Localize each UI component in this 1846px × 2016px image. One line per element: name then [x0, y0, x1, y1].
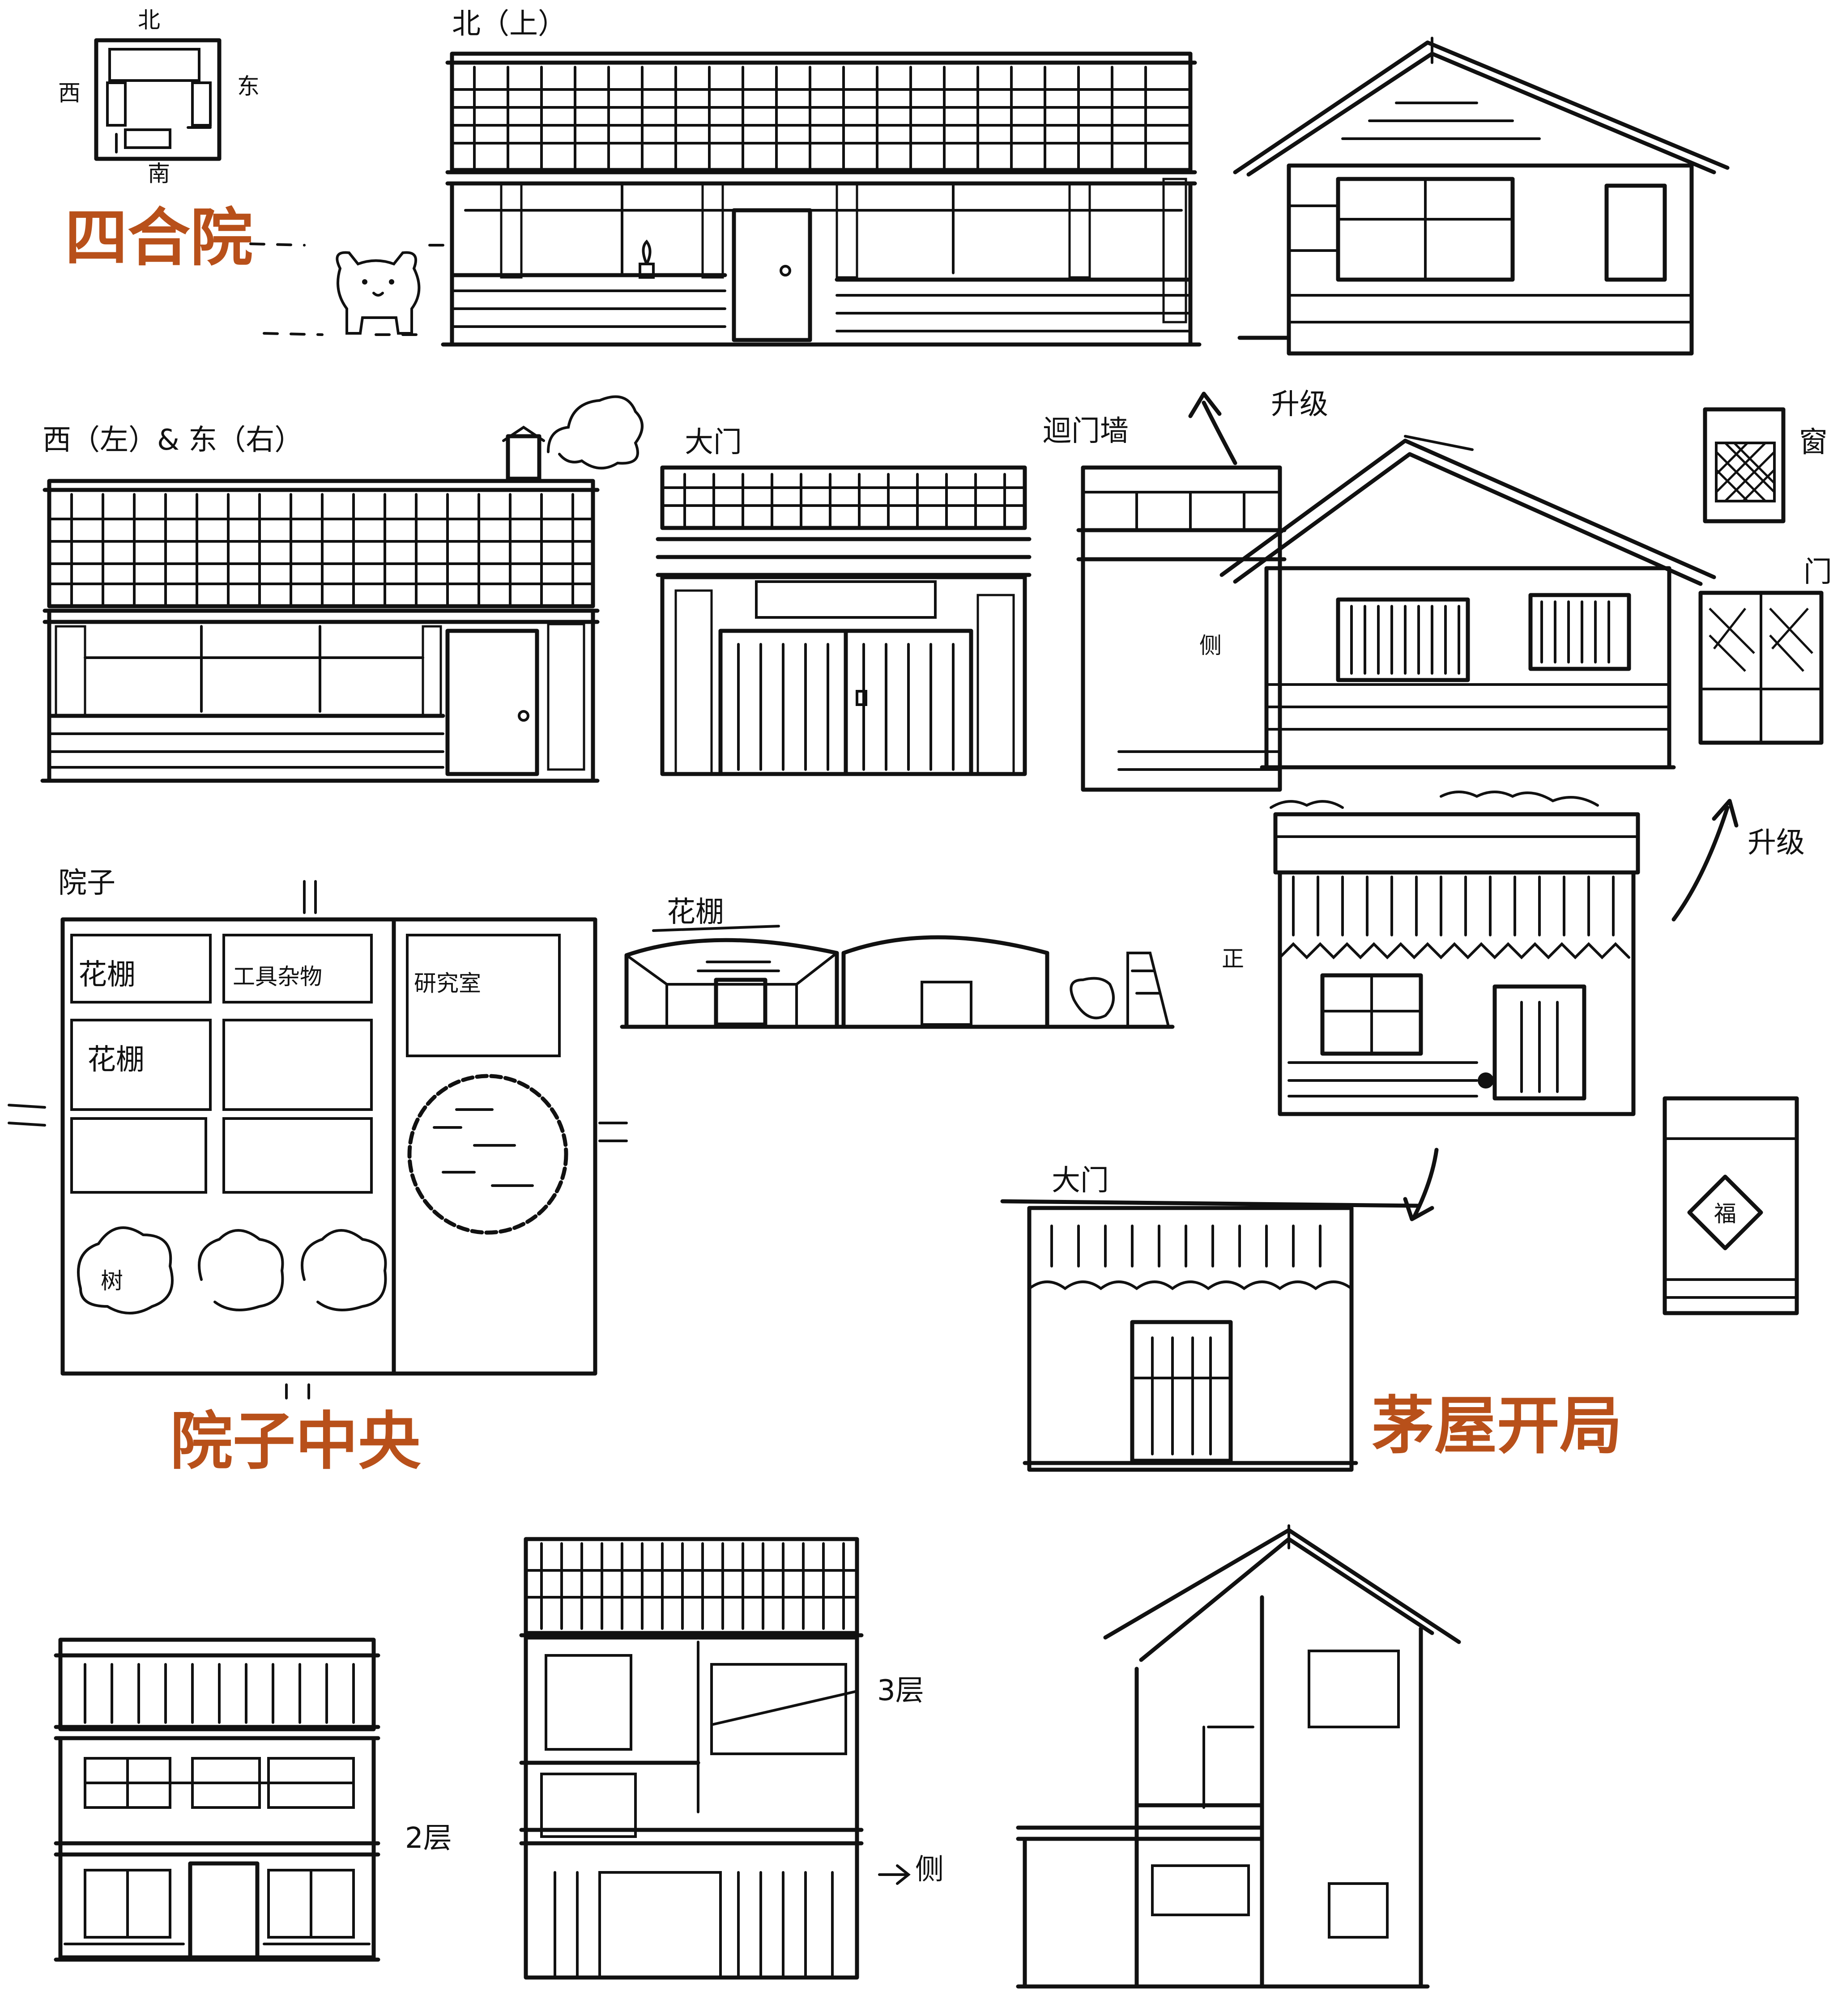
label-floor-2: 2层: [405, 1822, 452, 1855]
label-door: 门: [1803, 556, 1832, 589]
two-storey-building: 2层: [54, 1637, 452, 1962]
west-east-wings: 西（左）& 东（右）: [40, 395, 644, 783]
compass-west-label: 西: [58, 80, 81, 106]
screen-wall: 迴门墙: [1043, 415, 1287, 792]
compass-south-label: 南: [148, 161, 170, 187]
three-storey-building: 3层 侧: [519, 1537, 944, 1980]
gable-house: [1233, 37, 1730, 356]
label-west-east: 西（左）& 东（右）: [43, 424, 303, 457]
north-main-hall: 北（上）: [441, 8, 1202, 347]
title-thatched-start: 茅屋开局: [1372, 1390, 1622, 1463]
upgraded-house: 侧: [1199, 435, 1716, 770]
dashed-path: [249, 242, 453, 336]
main-gate-2: 大门: [1000, 1164, 1421, 1472]
label-flower-shed: 花棚: [667, 896, 724, 929]
cat-doodle: [336, 251, 421, 335]
window-swatch: 窗: [1703, 407, 1828, 523]
compass-north-label: 北: [138, 7, 160, 33]
fu-sign: 福: [1714, 1201, 1736, 1227]
thatched-hut: 正: [1222, 791, 1640, 1116]
label-side-2: 侧: [915, 1853, 944, 1886]
label-front: 正: [1222, 946, 1244, 972]
label-upgrade-1: 升级: [1271, 388, 1328, 421]
label-courtyard: 院子: [58, 867, 115, 900]
down-arrow: [1403, 1148, 1439, 1221]
label-upgrade-2: 升级: [1748, 826, 1805, 859]
title-siheyuan: 四合院: [65, 202, 253, 275]
upgrade-arrow-1: 升级: [1188, 388, 1328, 465]
courtyard-cell-4: 花棚: [87, 1043, 145, 1076]
label-screen-wall: 迴门墙: [1043, 415, 1129, 448]
label-gate-2: 大门: [1052, 1164, 1109, 1197]
label-window: 窗: [1799, 426, 1828, 459]
side-view-house: [1016, 1524, 1461, 1989]
label-floor-3: 3层: [877, 1674, 924, 1707]
title-courtyard-center: 院子中央: [170, 1405, 421, 1478]
siheyuan-compass-plan: 北 南 西 东: [58, 7, 260, 187]
compass-east-label: 东: [237, 73, 260, 99]
label-gate-1: 大门: [685, 426, 742, 459]
courtyard-cell-1: 花棚: [78, 958, 136, 991]
label-side-1: 侧: [1199, 633, 1222, 659]
flower-shed-elevation: 花棚: [620, 896, 1175, 1029]
main-gate-1: 大门: [656, 426, 1032, 776]
courtyard-cell-3: 研究室: [414, 970, 481, 996]
courtyard-tree-label: 树: [101, 1268, 123, 1294]
door-swatch: 门: [1698, 556, 1832, 745]
label-north-up: 北（上）: [452, 8, 567, 41]
fu-door-swatch: 福: [1663, 1096, 1799, 1315]
courtyard-plan: 院子 花棚 工具杂物 研究室 花棚 树: [8, 867, 628, 1399]
upgrade-arrow-2: 升级: [1671, 799, 1805, 922]
courtyard-cell-2: 工具杂物: [233, 964, 322, 990]
